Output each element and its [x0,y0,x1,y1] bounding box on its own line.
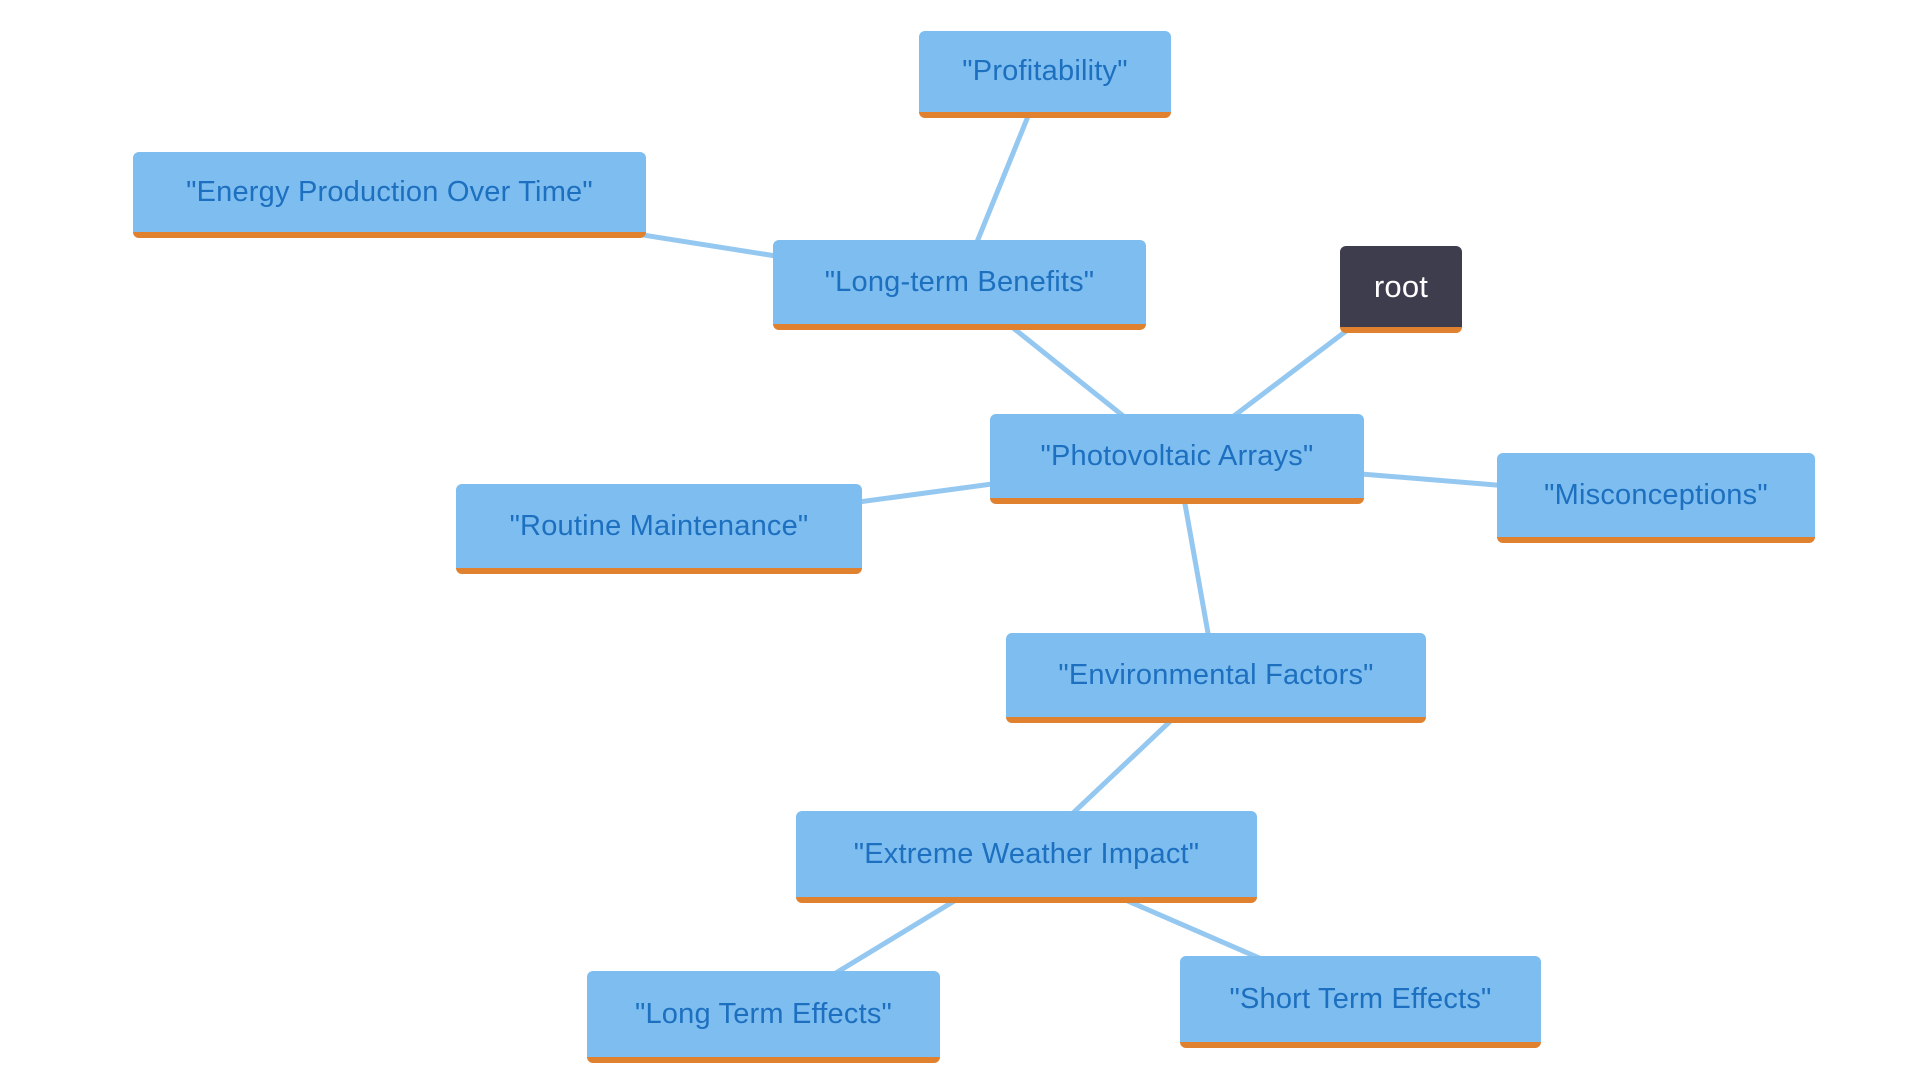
node-root: root [1340,246,1462,333]
node-misconceptions: "Misconceptions" [1497,453,1815,543]
node-energy-production-over-time: "Energy Production Over Time" [133,152,646,238]
node-environmental-factors: "Environmental Factors" [1006,633,1426,723]
node-long-term-benefits: "Long-term Benefits" [773,240,1146,330]
node-profitability: "Profitability" [919,31,1171,118]
node-short-term-effects: "Short Term Effects" [1180,956,1541,1048]
node-extreme-weather-impact: "Extreme Weather Impact" [796,811,1257,903]
node-long-term-effects: "Long Term Effects" [587,971,940,1063]
node-photovoltaic-arrays: "Photovoltaic Arrays" [990,414,1364,504]
node-routine-maintenance: "Routine Maintenance" [456,484,862,574]
